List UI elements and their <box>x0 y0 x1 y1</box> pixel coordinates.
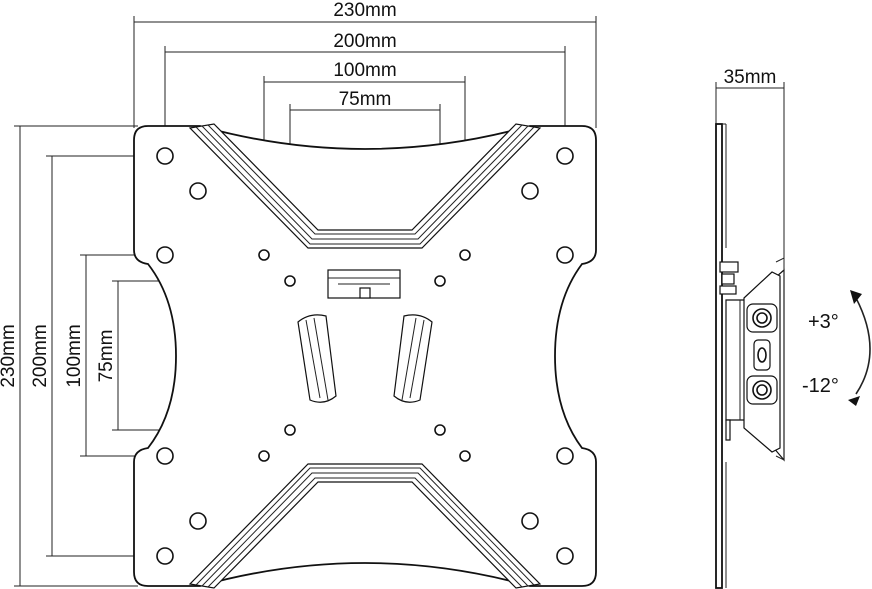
hole-150-tl <box>189 182 207 200</box>
hole-200-tr <box>556 147 574 165</box>
dim-h-200: 200mm <box>333 31 396 52</box>
dim-v-75: 75mm <box>96 330 117 383</box>
hole-75-bl <box>284 424 296 436</box>
hole-200-tl <box>156 147 174 165</box>
hole-side-tl <box>156 246 174 264</box>
side-wall-plate <box>715 123 723 589</box>
hole-100-tl <box>258 249 270 261</box>
side-view: 35mm +3° -12° <box>715 67 871 589</box>
dim-h-230: 230mm <box>333 0 396 21</box>
hole-150-bl <box>189 512 207 530</box>
hole-side-tr <box>556 246 574 264</box>
tilt-arc <box>855 297 871 395</box>
dim-depth: 35mm <box>724 67 777 88</box>
hole-100-br <box>459 450 471 462</box>
hole-200-br <box>556 547 574 565</box>
tilt-up-label: +3° <box>808 311 839 333</box>
dim-v-230: 230mm <box>0 324 19 387</box>
dim-v-200: 200mm <box>30 324 51 387</box>
hole-side-br <box>556 447 574 465</box>
dim-h-100: 100mm <box>333 60 396 81</box>
hole-200-bl <box>156 547 174 565</box>
front-view-plate <box>133 123 597 589</box>
tilt-down-label: -12° <box>802 375 839 397</box>
right-slot <box>393 314 433 403</box>
dim-h-75: 75mm <box>339 89 392 110</box>
hole-75-br <box>434 424 446 436</box>
hole-75-tl <box>284 275 296 287</box>
hole-100-tr <box>459 249 471 261</box>
left-slot <box>297 314 337 403</box>
dim-v-100: 100mm <box>64 324 85 387</box>
tilt-arrow-up-icon <box>850 290 862 304</box>
hole-75-tr <box>434 275 446 287</box>
plate-outline <box>133 125 597 587</box>
side-knob <box>719 261 739 273</box>
tilt-arrow-down-icon <box>848 396 860 406</box>
hole-150-br <box>521 512 539 530</box>
hole-side-bl <box>156 447 174 465</box>
hole-100-bl <box>258 450 270 462</box>
hole-150-tr <box>521 182 539 200</box>
